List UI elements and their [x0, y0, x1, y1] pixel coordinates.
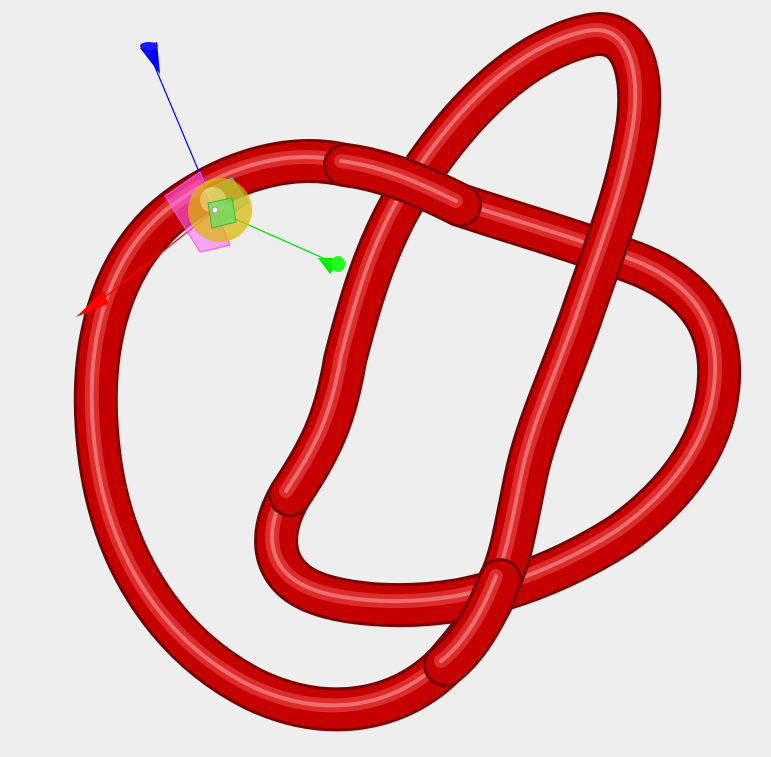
knot-tube-layer — [284, 27, 638, 578]
gizmo-origin[interactable] — [211, 206, 219, 214]
transform-gizmo[interactable] — [76, 42, 345, 317]
y-axis-arrow-base — [331, 256, 345, 272]
knot-over-segments — [268, 12, 662, 687]
knot-tube-layer — [439, 574, 498, 663]
knot-tube-layer — [270, 199, 718, 603]
knot-tube-layer — [339, 159, 458, 203]
z-axis-arrow-icon[interactable] — [140, 42, 160, 74]
z-axis-arrow-base — [140, 42, 158, 50]
x-axis-arrow-icon[interactable] — [76, 290, 108, 317]
xy-plane-handle[interactable] — [207, 197, 237, 229]
